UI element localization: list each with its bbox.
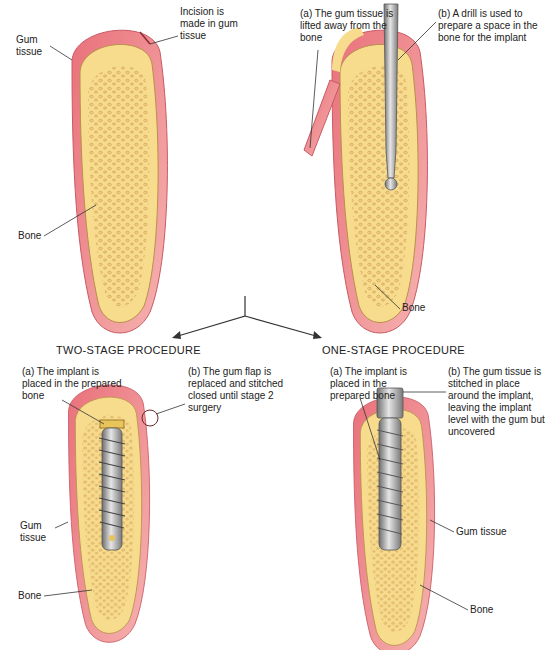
callout-label: Incision is made in gum tissue	[180, 6, 250, 42]
jaw-section	[69, 385, 150, 642]
arrow-head	[172, 331, 181, 339]
arrow-head	[313, 331, 322, 339]
drill-bur	[385, 178, 397, 190]
callout-label: Bone	[402, 302, 442, 314]
callout-label: Bone	[470, 604, 510, 616]
gum-flap	[304, 80, 340, 156]
callout-label: (b) The gum flap is replaced and stitche…	[188, 366, 298, 414]
exposed-bone	[332, 27, 364, 72]
leader-lines	[44, 22, 468, 610]
stitch	[142, 410, 158, 426]
implant-buried	[99, 420, 125, 550]
callout-label: (a) The implant is placed in the prepare…	[22, 366, 122, 402]
branch-arrows	[178, 296, 316, 336]
callout-label: (a) The implant is placed in the prepare…	[330, 366, 425, 402]
incision-mark	[140, 32, 150, 44]
callout-label: (b) A drill is used to prepare a space i…	[438, 8, 543, 44]
callout-label: (a) The gum tissue is lifted away from t…	[300, 8, 395, 44]
callout-label: (b) The gum tissue is stitched in place …	[448, 366, 553, 438]
callout-label: Gum tissue	[456, 526, 516, 538]
jaw-section	[332, 30, 427, 333]
implant-exposed	[377, 388, 403, 550]
jaw-section	[354, 397, 435, 650]
callout-label: Bone	[18, 590, 58, 602]
procedure-heading: ONE-STAGE PROCEDURE	[322, 344, 492, 356]
jaw-section	[72, 30, 167, 333]
procedure-heading: TWO-STAGE PROCEDURE	[56, 344, 226, 356]
callout-label: Gum tissue	[20, 520, 60, 544]
callout-label: Bone	[18, 230, 58, 242]
callout-label: Gum tissue	[16, 34, 56, 58]
